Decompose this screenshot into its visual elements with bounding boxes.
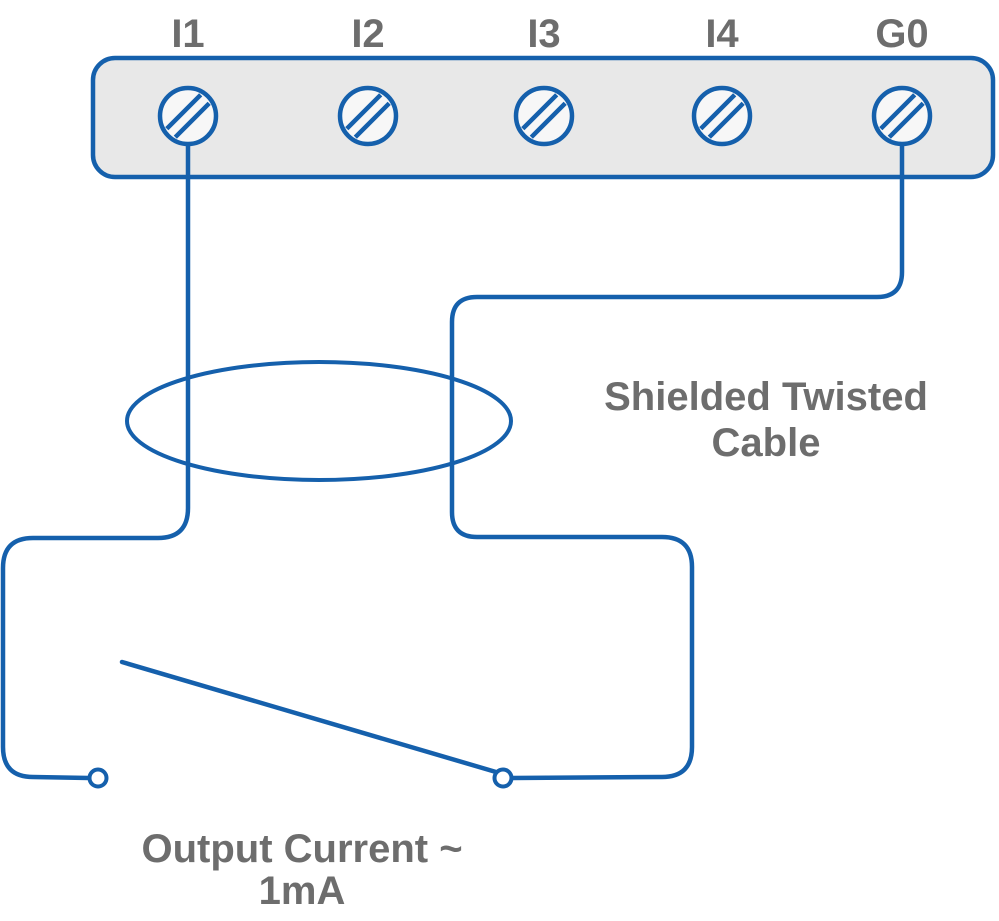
cable-label-line1: Shielded Twisted <box>604 375 928 419</box>
switch-lever <box>119 659 499 775</box>
terminal-screw-g0 <box>874 88 930 144</box>
wire-i1 <box>0 144 191 781</box>
terminal-screw-i1 <box>160 88 216 144</box>
terminal-screw-i3 <box>516 88 572 144</box>
cable-label-line2: Cable <box>712 421 821 465</box>
terminal-label-i1: I1 <box>171 12 204 56</box>
terminal-label-i3: I3 <box>527 12 560 56</box>
terminal-label-i4: I4 <box>705 12 739 56</box>
terminal-screw-i2 <box>340 88 396 144</box>
switch-contact-right <box>492 767 514 789</box>
wire-g0 <box>449 144 905 781</box>
terminal-screw-i4 <box>694 88 750 144</box>
switch-contact-left <box>87 767 109 789</box>
cable-loop-ellipse <box>125 360 513 482</box>
terminal-label-g0: G0 <box>875 12 928 56</box>
output-current-label-line1: Output Current ~ <box>141 827 462 871</box>
output-current-label-line2: 1mA <box>259 869 346 913</box>
terminal-label-i2: I2 <box>351 12 384 56</box>
